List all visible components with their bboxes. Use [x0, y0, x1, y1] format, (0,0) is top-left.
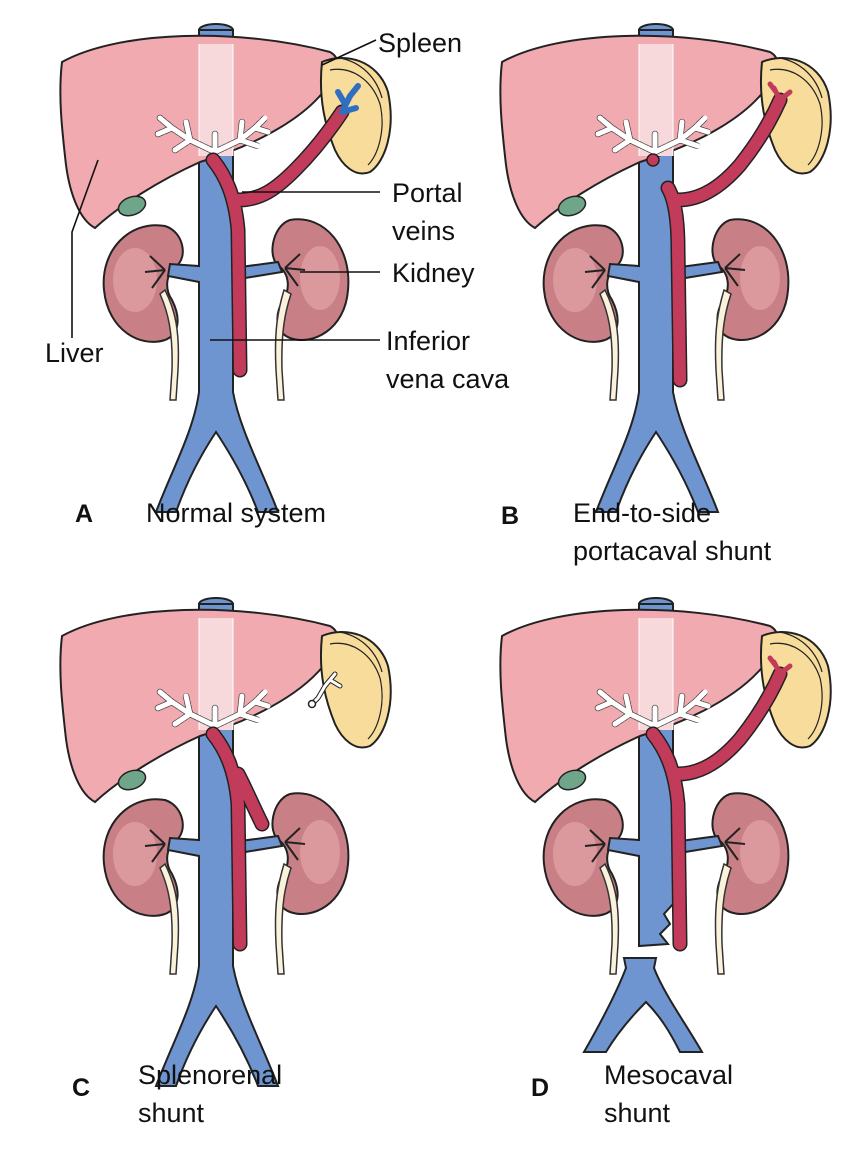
panel-b-caption-line1: End-to-side	[573, 498, 711, 528]
panel-c: C Splenorenal shunt	[59, 597, 392, 1128]
panel-c-caption-line2: shunt	[138, 1098, 205, 1128]
liver-label: Liver	[45, 338, 104, 368]
panel-a-letter: A	[75, 500, 93, 528]
distal-vena-cava	[582, 957, 704, 1053]
panel-a: Spleen Portal veins Kidney Liver Inferio…	[45, 23, 510, 528]
spleen-label: Spleen	[378, 28, 462, 58]
panel-d-caption-line1: Mesocaval	[604, 1060, 733, 1090]
panel-d: D Mesocaval shunt	[499, 597, 832, 1128]
inferior-vena-cava-label-line1: Inferior	[386, 326, 470, 356]
kidney-label: Kidney	[392, 258, 475, 288]
portal-veins-label-line2: veins	[392, 216, 455, 246]
panel-b-caption-line2: portacaval shunt	[573, 536, 772, 566]
panel-c-caption-line1: Splenorenal	[138, 1060, 282, 1090]
panel-d-letter: D	[531, 1074, 549, 1102]
inferior-vena-cava-label-line2: vena cava	[386, 364, 510, 394]
portal-veins-label-line1: Portal	[392, 178, 463, 208]
panel-c-letter: C	[72, 1074, 90, 1102]
panel-d-caption-line2: shunt	[604, 1098, 671, 1128]
panel-b: B End-to-side portacaval shunt	[499, 23, 832, 566]
panel-b-letter: B	[501, 502, 519, 530]
panel-a-caption: Normal system	[146, 498, 326, 528]
